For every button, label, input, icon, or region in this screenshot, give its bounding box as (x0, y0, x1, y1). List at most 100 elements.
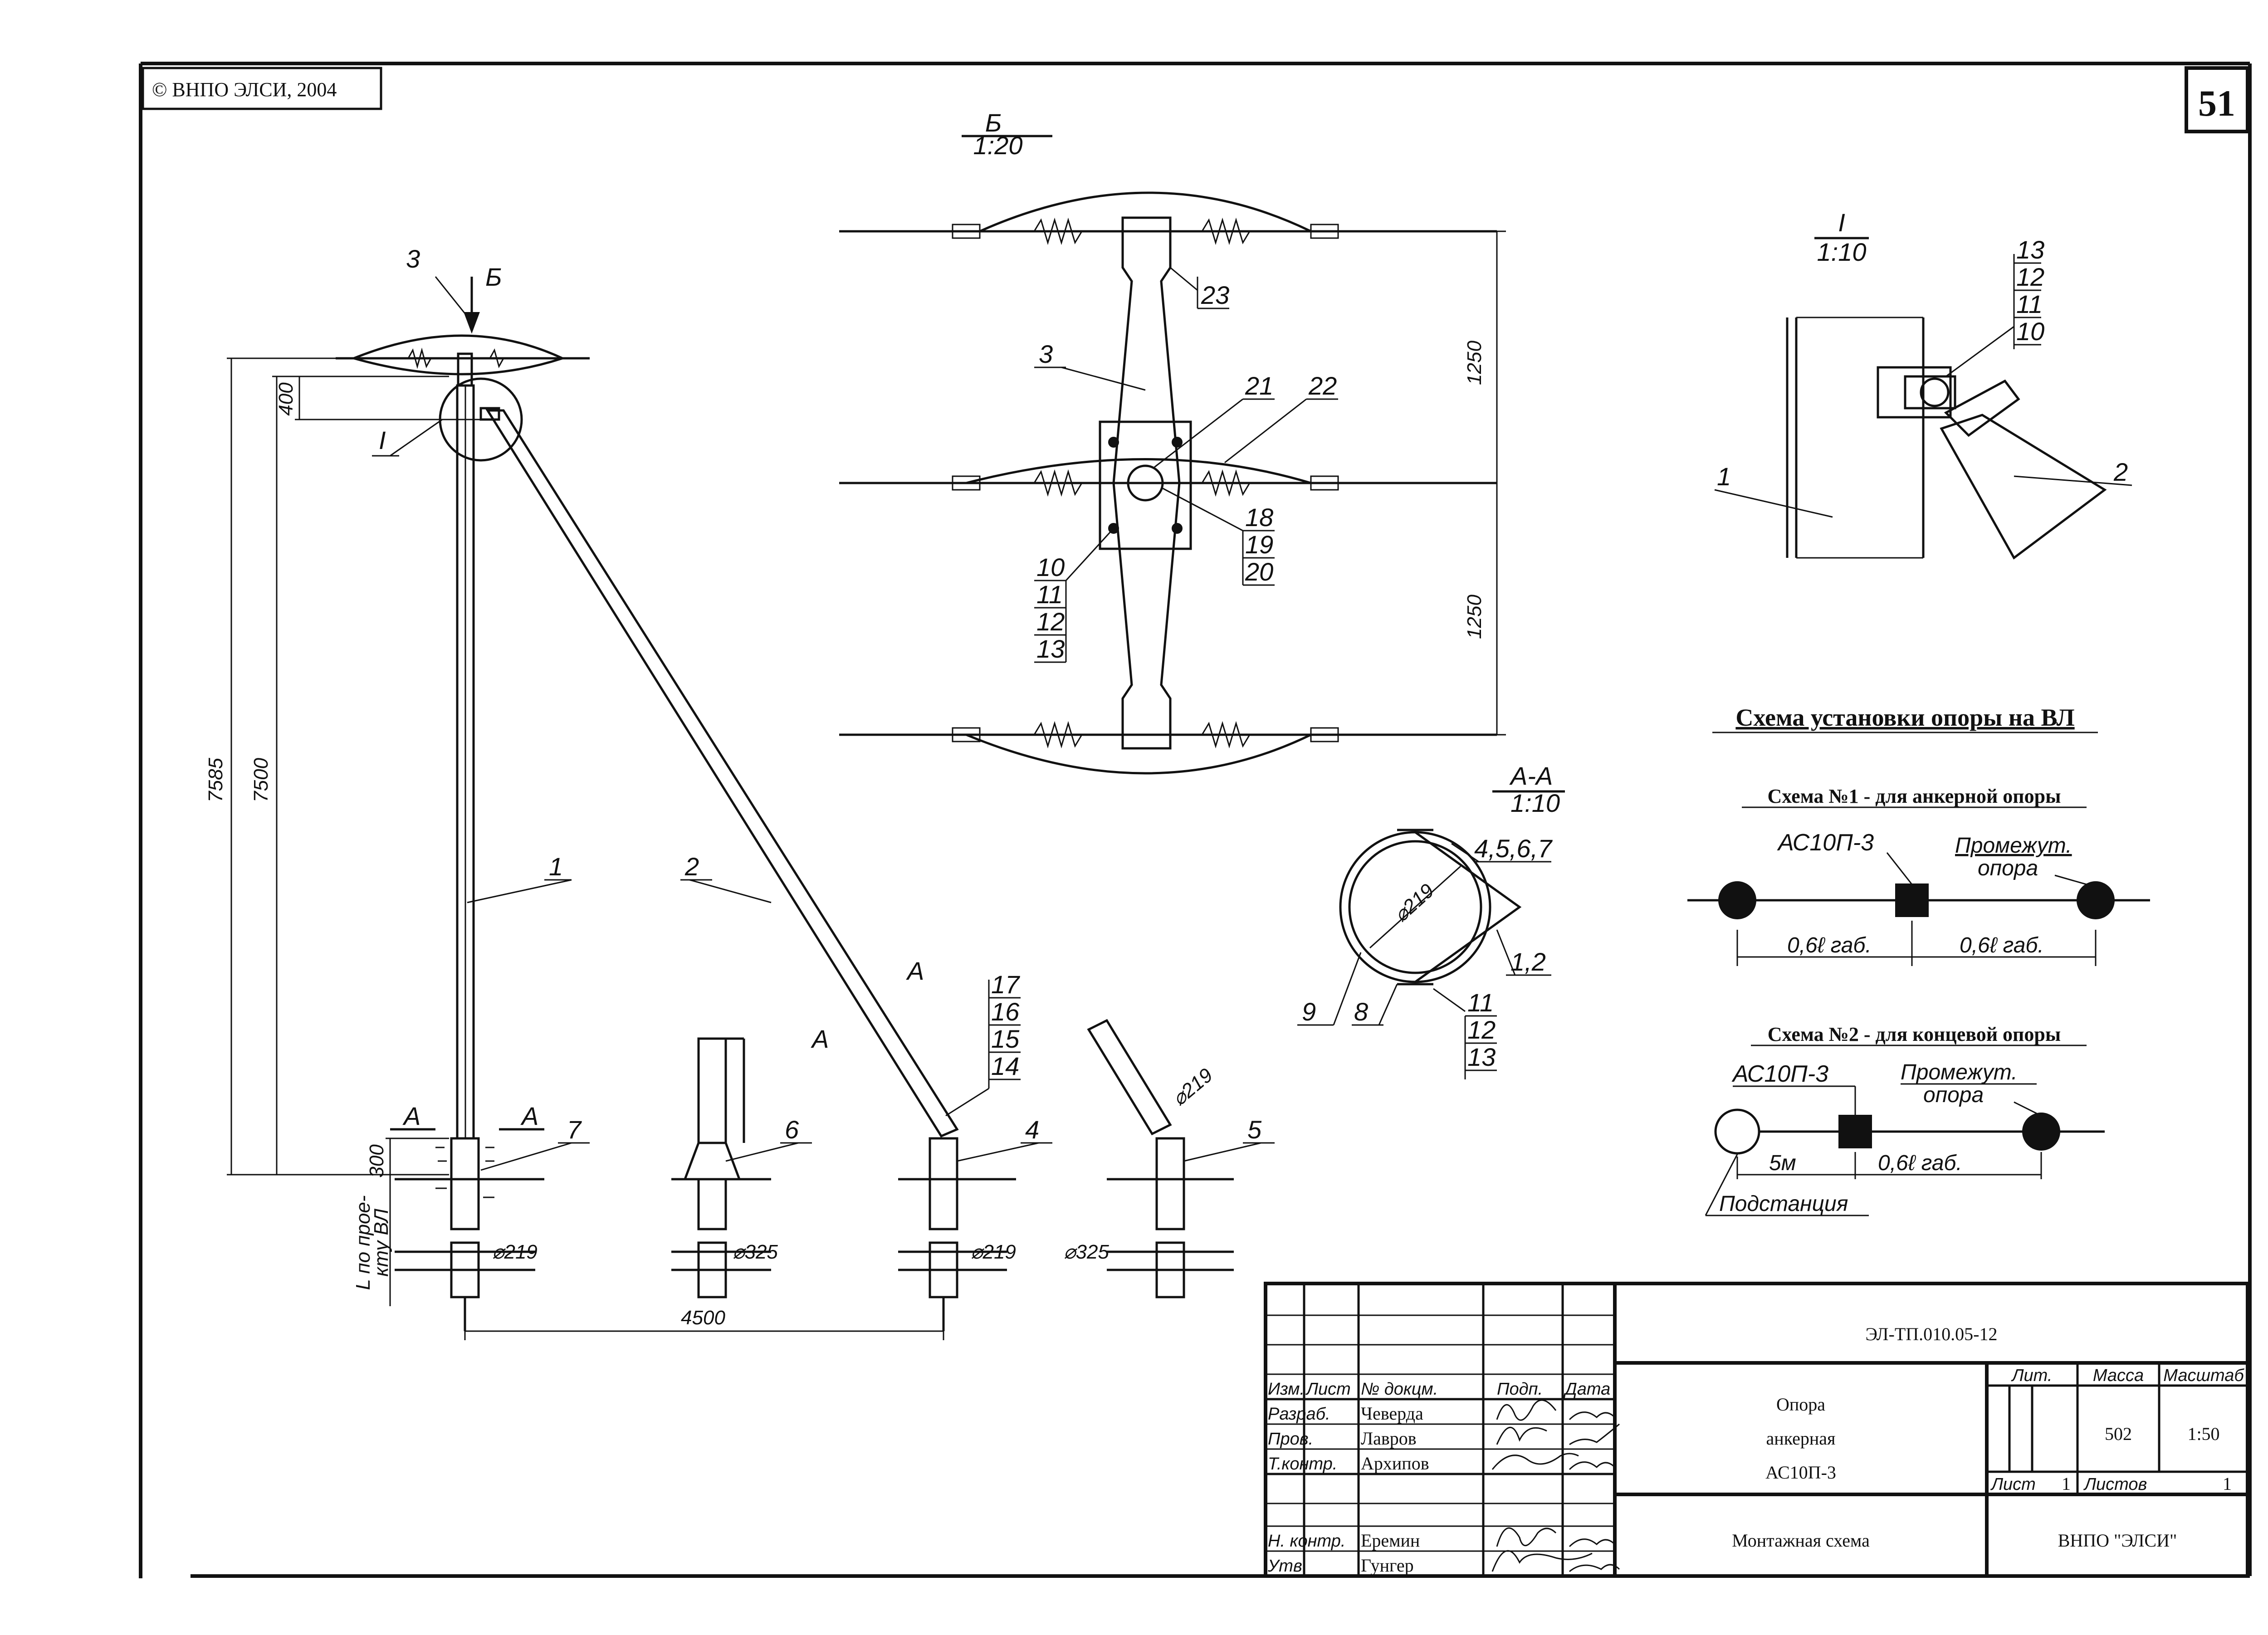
scheme1-span-left: 0,6ℓ габ. (1787, 933, 1872, 957)
label-13-aa: 13 (1467, 1043, 1496, 1071)
col-date: Дата (1563, 1380, 1610, 1399)
row-role-1: Пров. (1268, 1430, 1313, 1449)
pole-1-footing (395, 1137, 544, 1331)
diam-219-b: ⌀219 (971, 1241, 1016, 1263)
label-10-detail: 10 (2016, 317, 2044, 346)
dim-top: 400 (275, 382, 297, 416)
mass-value: 502 (2105, 1424, 2132, 1444)
label-19: 19 (1245, 530, 1273, 559)
diam-325-a: ⌀325 (733, 1241, 778, 1263)
main-view: 7585 7500 400 300 L по прое- кту ВЛ 4500… (205, 244, 1275, 1340)
copyright-text: © ВНПО ЭЛСИ, 2004 (152, 78, 337, 101)
label-17: 17 (991, 970, 1020, 999)
title-block: Изм. Лист № докцм. Подп. Дата Разраб. Че… (1264, 1282, 2249, 1578)
label-14: 14 (991, 1052, 1019, 1080)
view-b-title: Б (985, 108, 1002, 137)
detail-i-scale: 1:10 (1817, 238, 1867, 266)
diam-219-c: ⌀219 (1168, 1064, 1217, 1110)
row-role-3: Н. контр. (1268, 1532, 1345, 1551)
sheet-value: 1 (2062, 1474, 2071, 1494)
detail-i-marker: I (379, 426, 386, 454)
sheets-label: Листов (2083, 1475, 2147, 1494)
label-21: 21 (1245, 371, 1273, 400)
scale-value: 1:50 (2187, 1424, 2219, 1444)
main-dimensions (227, 357, 944, 1340)
crossarm-3 (1112, 216, 1181, 750)
sheets-value: 1 (2223, 1474, 2232, 1494)
dim-upper: 1250 (1463, 341, 1486, 385)
col-izm: Изм. (1268, 1380, 1305, 1399)
scheme2-intermediate-1: Промежут. (1901, 1060, 2018, 1084)
lit-label: Лит. (2011, 1366, 2053, 1385)
depth-note-2: кту ВЛ (370, 1208, 392, 1277)
label-11-view: 11 (1036, 580, 1063, 609)
label-13-detail: 13 (2016, 235, 2044, 264)
footing-5 (1087, 1019, 1234, 1298)
dim-base: 300 (366, 1144, 388, 1178)
label-13-view: 13 (1036, 634, 1065, 663)
doc-name-2: анкерная (1766, 1428, 1836, 1449)
label-12-aa: 12 (1467, 1015, 1496, 1044)
diam-219-a: ⌀219 (492, 1241, 538, 1263)
label-15: 15 (991, 1025, 1020, 1053)
label-12-view: 12 (1036, 607, 1065, 636)
section-aa: А-А 1:10 ⌀219 4,5,6,7 1,2 9 8 11 12 13 (1297, 761, 1565, 1079)
insulator-strings (952, 217, 1339, 749)
label-20: 20 (1245, 557, 1273, 586)
label-7: 7 (567, 1115, 582, 1144)
row-name-4: Гунгер (1361, 1555, 1414, 1576)
label-1-main: 1 (549, 852, 563, 881)
doc-code: ЭЛ-ТП.010.05-12 (1866, 1324, 1998, 1344)
row-name-3: Еремин (1361, 1530, 1420, 1551)
mass-label: Масса (2093, 1366, 2144, 1385)
detail-brace (1940, 414, 2107, 560)
scheme1-intermediate-1: Промежут. (1955, 834, 2072, 858)
section-a-brace-1: А (811, 1025, 829, 1053)
dim-total: 7585 (205, 758, 227, 802)
brace-2 (485, 409, 959, 1138)
scheme2-support: АС10П-3 (1731, 1061, 1828, 1087)
row-role-4: Утв. (1267, 1557, 1307, 1576)
scheme2-substation: Подстанция (1719, 1192, 1848, 1216)
label-2-detail: 2 (2113, 458, 2128, 486)
view-b: Б 1:20 (839, 108, 1506, 775)
label-16: 16 (991, 997, 1020, 1026)
row-role-2: Т.контр. (1268, 1454, 1337, 1474)
label-22: 22 (1308, 371, 1337, 400)
arrow-b-label: Б (485, 263, 502, 291)
section-aa-scale: 1:10 (1510, 789, 1560, 817)
label-23: 23 (1201, 281, 1229, 309)
scheme1-span-right: 0,6ℓ габ. (1960, 933, 2044, 957)
detail-i-title: I (1838, 208, 1845, 237)
scheme2-span: 0,6ℓ габ. (1878, 1151, 1962, 1175)
view-b-scale: 1:20 (973, 131, 1023, 160)
diam-325-b: ⌀325 (1064, 1241, 1109, 1263)
depth-note-1: L по прое- (352, 1195, 374, 1290)
install-scheme: Схема установки опоры на ВЛ Схема №1 - д… (1687, 704, 2150, 1216)
label-4567: 4,5,6,7 (1474, 834, 1553, 863)
signatures (1491, 1399, 1620, 1572)
dim-span: 4500 (681, 1307, 725, 1329)
diam-219-section: ⌀219 (1390, 879, 1438, 926)
organization: ВНПО "ЭЛСИ" (2058, 1530, 2177, 1551)
dim-lower: 1250 (1463, 595, 1486, 639)
label-12-detail: 12 (2016, 263, 2044, 291)
label-1-detail: 1 (1717, 462, 1731, 491)
col-doc: № докцм. (1361, 1380, 1438, 1399)
scheme1-support: АС10П-3 (1777, 830, 1874, 856)
label-8: 8 (1354, 997, 1368, 1026)
sheet-number: 51 (2198, 83, 2235, 124)
section-a-right: А (520, 1102, 538, 1130)
label-11-aa: 11 (1467, 988, 1494, 1017)
scheme2-5m: 5м (1769, 1151, 1796, 1175)
dim-height: 7500 (250, 758, 272, 802)
clamp-plate (1099, 420, 1192, 550)
row-role-0: Разраб. (1268, 1405, 1330, 1424)
detail-i: I 1:10 13 12 11 10 1 2 (1714, 208, 2132, 560)
label-4: 4 (1025, 1115, 1039, 1144)
section-a-brace-2: А (906, 957, 924, 985)
label-12b: 1,2 (1510, 947, 1546, 976)
col-sign: Подп. (1497, 1380, 1543, 1399)
row-name-0: Чеверда (1361, 1403, 1423, 1424)
